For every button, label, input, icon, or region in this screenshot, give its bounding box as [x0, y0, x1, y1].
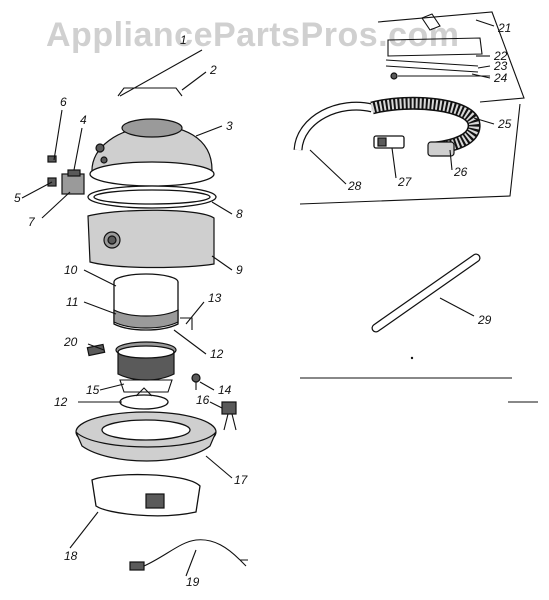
callout-15: 15 [86, 383, 100, 397]
part-2-handle[interactable] [117, 87, 183, 97]
part-17-base-pan[interactable] [75, 411, 217, 462]
part-15-impeller[interactable] [119, 379, 173, 393]
watermark-logo: AppliancePartsPros.com [46, 16, 460, 54]
callout-25: 25 [497, 117, 512, 131]
part-26-coupling[interactable] [427, 141, 455, 157]
part-29-extension-wand[interactable] [371, 253, 481, 333]
callout-2: 2 [209, 63, 217, 77]
part-4-latch[interactable] [61, 169, 85, 195]
callout-19: 19 [186, 575, 200, 589]
callout-29: 29 [477, 313, 492, 327]
part-18-band[interactable] [91, 473, 201, 517]
part-12-filter-disk[interactable] [115, 341, 177, 381]
callout-7: 7 [28, 215, 36, 229]
callout-12-upper: 12 [210, 347, 224, 361]
callout-18: 18 [64, 549, 78, 563]
part-22-23-strips [385, 59, 479, 73]
callout-8: 8 [236, 207, 243, 221]
part-16-switch[interactable] [221, 401, 237, 431]
accessory-panel-border [299, 11, 525, 205]
part-19-power-cord[interactable] [129, 539, 248, 571]
callout-5: 5 [14, 191, 21, 205]
callout-21: 21 [497, 21, 511, 35]
leader-lines [21, 19, 495, 577]
callout-23: 23 [493, 59, 508, 73]
callout-28: 28 [347, 179, 362, 193]
callout-20: 20 [63, 335, 78, 349]
callout-16: 16 [196, 393, 210, 407]
part-14-screw[interactable] [191, 373, 201, 390]
callout-9: 9 [236, 263, 243, 277]
part-11-filter-band[interactable] [113, 309, 179, 329]
callout-24: 24 [493, 71, 508, 85]
callout-17: 17 [234, 473, 249, 487]
part-6-clip[interactable] [47, 155, 57, 163]
callout-1: 1 [180, 33, 187, 47]
callout-22: 22 [493, 49, 508, 63]
part-13-retainer[interactable] [180, 317, 193, 330]
part-3-lid[interactable] [89, 118, 215, 187]
part-12-lower-disk[interactable] [119, 394, 169, 410]
callout-14: 14 [218, 383, 232, 397]
part-27-adapter[interactable] [373, 135, 405, 149]
callout-12-lower: 12 [54, 395, 68, 409]
callout-4: 4 [80, 113, 87, 127]
callout-27: 27 [397, 175, 413, 189]
part-24-screw [390, 72, 398, 80]
callout-26: 26 [453, 165, 468, 179]
part-25-hose[interactable] [293, 96, 481, 155]
part-9-motor-housing[interactable] [87, 209, 215, 269]
callout-10: 10 [64, 263, 78, 277]
callout-11: 11 [66, 295, 78, 309]
part-20-key[interactable] [86, 343, 106, 357]
callout-3: 3 [226, 119, 233, 133]
callout-13: 13 [208, 291, 222, 305]
part-21-wand-bracket [387, 37, 483, 57]
callout-6: 6 [60, 95, 67, 109]
